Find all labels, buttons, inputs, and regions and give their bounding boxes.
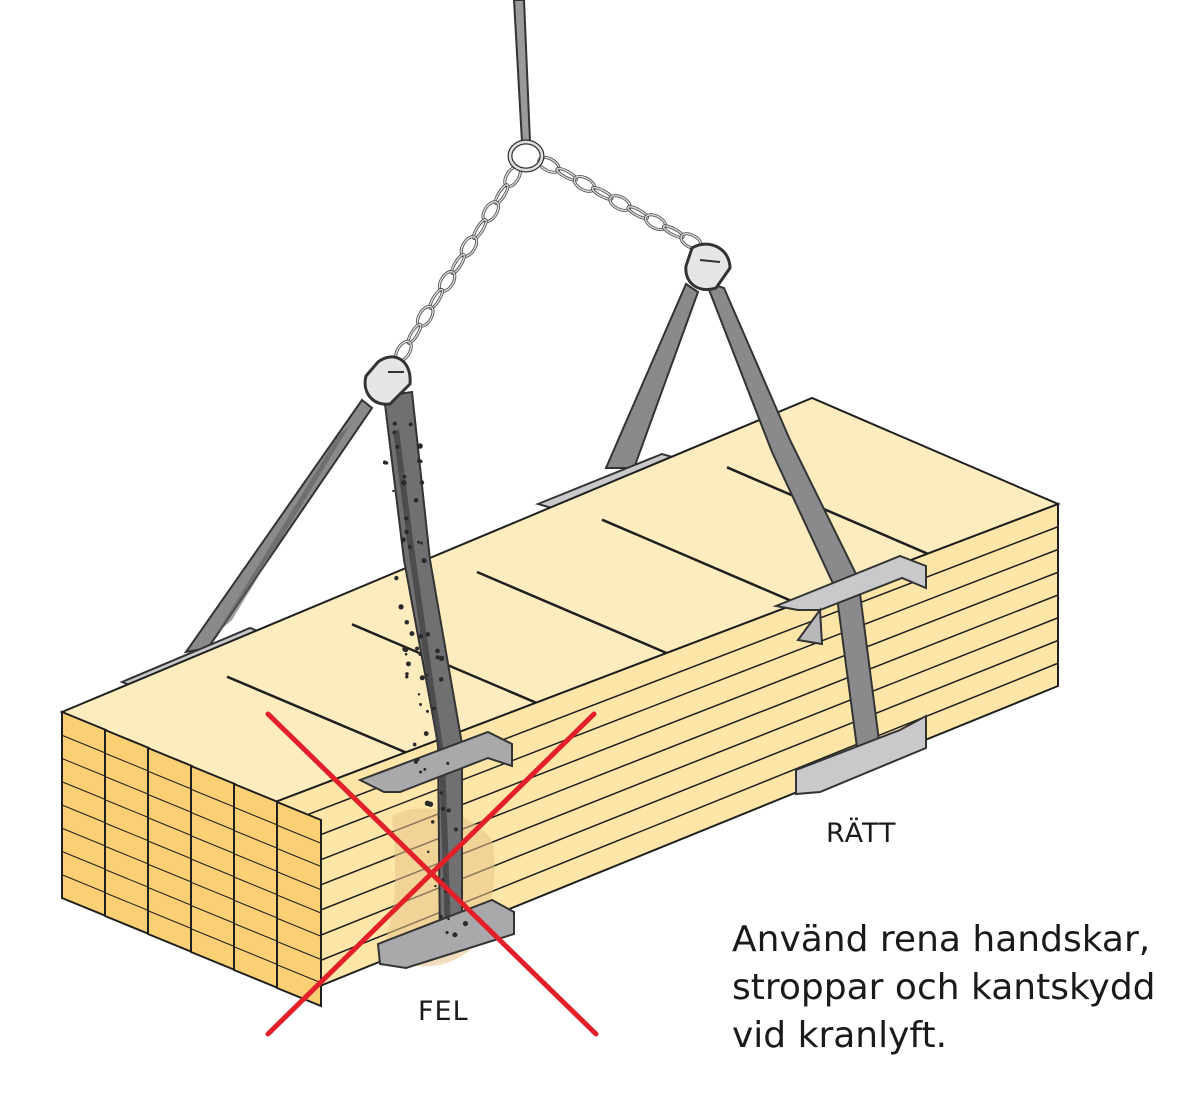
caption-line: vid kranlyft. <box>732 1015 948 1056</box>
hook-icon <box>684 242 732 291</box>
strap-wrong <box>357 390 515 970</box>
caption-line: stroppar och kantskydd <box>732 967 1156 1008</box>
chain-icon <box>394 155 703 363</box>
master-ring <box>507 139 545 173</box>
hook-icon <box>363 355 412 406</box>
strap-correct <box>704 280 927 796</box>
cross-icon <box>265 711 599 1037</box>
label-correct: RÄTT <box>826 818 897 849</box>
caption-line: Använd rena handskar, <box>732 919 1151 960</box>
crane-wire <box>512 0 532 143</box>
timber-bundle <box>59 396 1061 1008</box>
caption: Använd rena handskar, stroppar och kants… <box>732 916 1192 1060</box>
label-wrong: FEL <box>418 996 469 1027</box>
